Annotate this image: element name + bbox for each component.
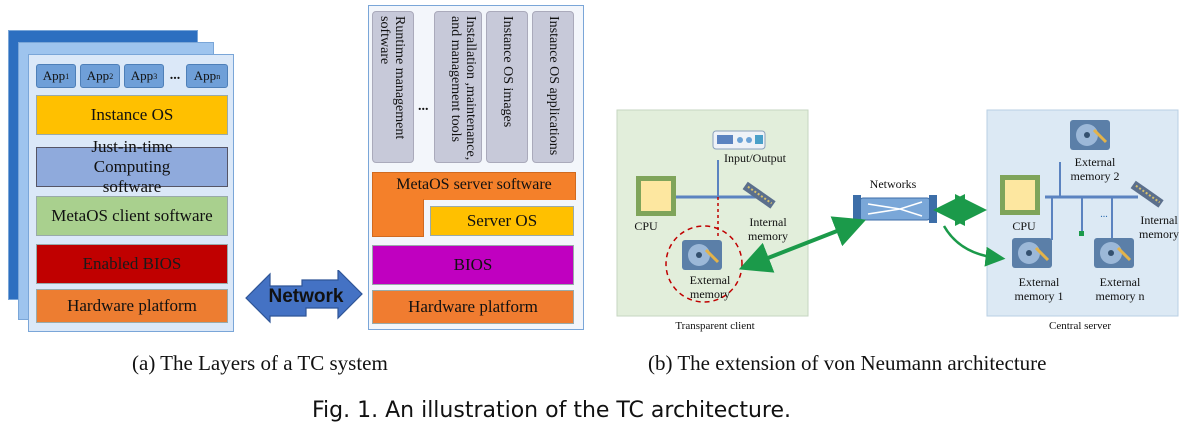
server-disk-2-icon xyxy=(1070,120,1110,150)
metaos-server-block xyxy=(372,172,576,200)
server-internal-memory-icon xyxy=(1130,180,1164,208)
client-external-memory-label: External memory xyxy=(689,273,731,301)
server-ext-mem-2-label: External memory 2 xyxy=(1070,155,1120,183)
caption-b: (b) The extension of von Neumann archite… xyxy=(648,351,1047,375)
client-cpu-icon xyxy=(636,176,676,216)
architecture-diagram xyxy=(616,109,1179,317)
networks-device-icon xyxy=(853,195,937,223)
client-internal-memory-icon xyxy=(742,181,776,209)
server-os-layer: Server OS xyxy=(430,206,574,236)
client-io-label: Input/Output xyxy=(724,151,786,165)
network-label: Network xyxy=(268,286,344,307)
metaos-server-block-leg xyxy=(372,199,424,237)
client-disk-icon xyxy=(682,240,722,270)
server-cpu-label: CPU xyxy=(1012,219,1036,233)
app-ellipsis: ... xyxy=(169,68,181,83)
io-device-icon xyxy=(712,130,766,150)
server-hardware-layer: Hardware platform xyxy=(372,290,574,324)
server-ext-mem-n-label: External memory n xyxy=(1095,275,1145,303)
server-title: Central server xyxy=(1049,320,1111,332)
col-runtime-mgmt: Runtime management software xyxy=(372,11,414,163)
client-title: Transparent client xyxy=(675,320,755,332)
layer-instance-os: Instance OS xyxy=(36,95,228,135)
server-disk-n-icon xyxy=(1094,238,1134,268)
layer-metaos-client: MetaOS client software xyxy=(36,196,228,236)
networks-label: Networks xyxy=(869,177,917,191)
client-internal-memory-label: Internal memory xyxy=(748,215,788,243)
server-cpu-icon xyxy=(1000,175,1040,215)
server-bios-layer: BIOS xyxy=(372,245,574,285)
col-ellipsis: ... xyxy=(418,99,429,114)
server-disk-1-icon xyxy=(1012,238,1052,268)
caption-a: (a) The Layers of a TC system xyxy=(132,351,388,375)
server-dots-label: ... xyxy=(1100,209,1108,220)
layer-hardware-platform: Hardware platform xyxy=(36,289,228,323)
col-install-maint: Installation ,maintenance, and managemen… xyxy=(434,11,482,163)
client-cpu-label: CPU xyxy=(634,219,658,233)
layer-enabled-bios: Enabled BIOS xyxy=(36,244,228,284)
metaos-server-label: MetaOS server software xyxy=(396,176,552,193)
server-ext-mem-1-label: External memory 1 xyxy=(1014,275,1064,303)
col-instance-os-apps: Instance OS applications xyxy=(532,11,574,163)
col-instance-os-images: Instance OS images xyxy=(486,11,528,163)
server-internal-memory-label: Internal memory xyxy=(1139,213,1179,241)
figure-caption: Fig. 1. An illustration of the TC archit… xyxy=(312,398,792,423)
layer-jit-computing: Just-in-time Computing software xyxy=(36,137,228,196)
network-double-arrow xyxy=(245,270,363,324)
